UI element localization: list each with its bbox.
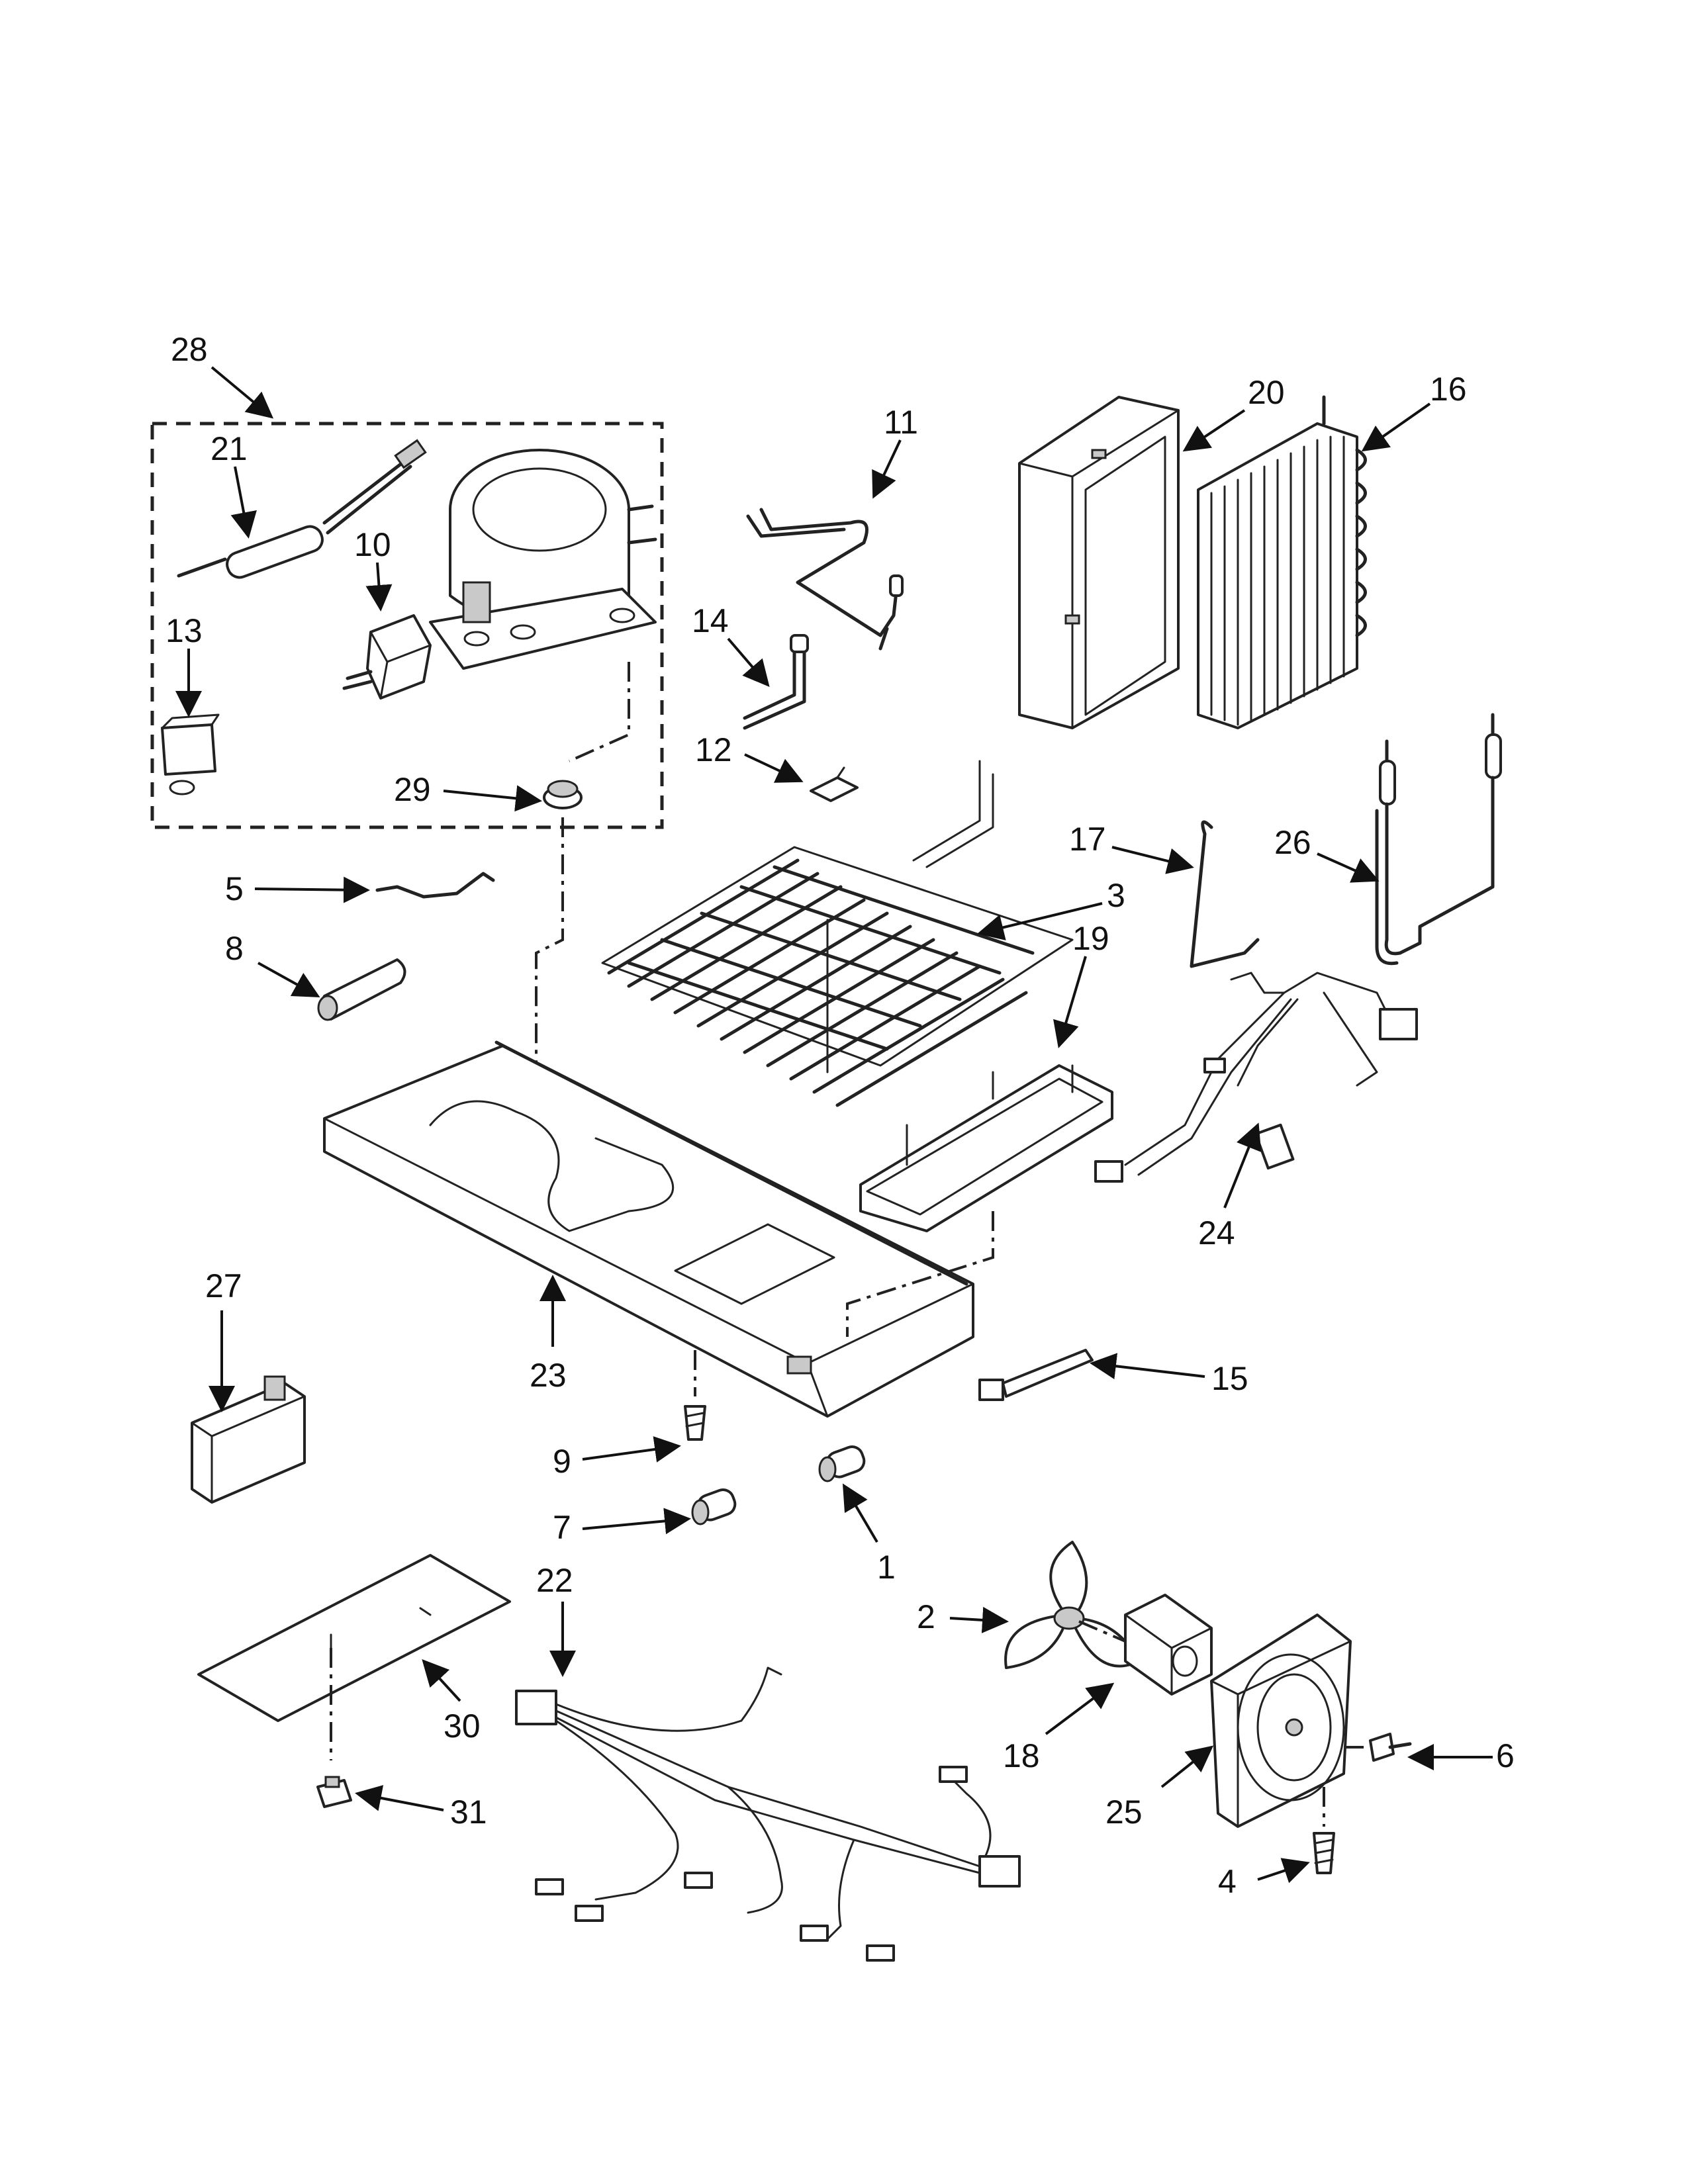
- callout-14: 14: [692, 602, 729, 639]
- callout-25: 25: [1105, 1794, 1143, 1831]
- insulation-sheet[interactable]: [197, 1554, 511, 1722]
- callout-31: 31: [450, 1794, 487, 1831]
- callout-4: 4: [1218, 1863, 1237, 1900]
- base-plate[interactable]: [323, 1040, 974, 1418]
- drain-pan[interactable]: [859, 1064, 1113, 1232]
- start-relay[interactable]: [161, 713, 220, 796]
- callout-2: 2: [917, 1598, 935, 1635]
- condenser-shroud[interactable]: [1018, 396, 1180, 729]
- compressor-assembly-boundary: [150, 422, 664, 829]
- drier-filter[interactable]: [177, 439, 427, 581]
- wire-harness-24[interactable]: [1094, 972, 1418, 1183]
- callout-12: 12: [695, 731, 732, 768]
- wire-5[interactable]: [375, 872, 495, 899]
- callout-9: 9: [553, 1443, 571, 1480]
- callout-13: 13: [165, 612, 203, 649]
- callout-26: 26: [1274, 824, 1311, 861]
- callout-1: 1: [877, 1549, 896, 1586]
- insulation-tube[interactable]: [317, 958, 406, 1021]
- callout-29: 29: [394, 771, 431, 808]
- screw-4[interactable]: [1313, 1787, 1335, 1874]
- compressor[interactable]: [429, 449, 657, 670]
- callout-7: 7: [553, 1509, 571, 1546]
- clip-12[interactable]: [810, 766, 859, 802]
- spacer-1[interactable]: [818, 1444, 867, 1482]
- wire-hook[interactable]: [1190, 820, 1260, 968]
- spacer-7[interactable]: [691, 1487, 738, 1525]
- fan-blade[interactable]: [1004, 1541, 1140, 1669]
- fan-shroud[interactable]: [1210, 1614, 1352, 1828]
- callout-22: 22: [536, 1562, 573, 1599]
- callout-17: 17: [1069, 821, 1106, 858]
- callout-30: 30: [444, 1707, 481, 1745]
- callout-11: 11: [884, 404, 918, 441]
- compressor-mount-guide: [535, 662, 630, 1238]
- callout-3: 3: [1107, 877, 1125, 914]
- clip-31[interactable]: [316, 1776, 352, 1808]
- screw-9[interactable]: [684, 1350, 706, 1441]
- fan-shaft-guide: [1078, 1620, 1126, 1643]
- callout-labels: 28 21 10 13 29 11 14 12 20 16 17 26 3 19…: [165, 331, 1515, 1900]
- wire-harness-22[interactable]: [515, 1666, 1021, 1962]
- callout-24: 24: [1198, 1214, 1235, 1251]
- leader-arrows: [175, 366, 1493, 1884]
- callout-28: 28: [171, 331, 208, 368]
- tube-assembly-26[interactable]: [1375, 713, 1502, 966]
- callout-16: 16: [1430, 371, 1467, 408]
- screw-6[interactable]: [1344, 1733, 1412, 1762]
- control-module[interactable]: [191, 1375, 306, 1504]
- fan-motor[interactable]: [1124, 1594, 1213, 1696]
- callout-23: 23: [530, 1357, 567, 1394]
- callout-5: 5: [225, 870, 244, 907]
- callout-6: 6: [1496, 1737, 1515, 1774]
- grommet[interactable]: [543, 780, 583, 809]
- relay-overload[interactable]: [342, 614, 432, 700]
- tube-14[interactable]: [743, 634, 809, 730]
- callout-10: 10: [354, 526, 391, 563]
- callout-18: 18: [1003, 1737, 1040, 1774]
- callout-15: 15: [1211, 1360, 1248, 1397]
- condenser-coil[interactable]: [1197, 395, 1367, 729]
- callout-19: 19: [1072, 920, 1109, 957]
- callout-20: 20: [1248, 374, 1285, 411]
- tube-11[interactable]: [746, 508, 904, 651]
- pan-mount-guide: [846, 1211, 994, 1337]
- callout-27: 27: [205, 1267, 242, 1304]
- evaporator[interactable]: [601, 760, 1074, 1107]
- tie-strap[interactable]: [978, 1349, 1094, 1401]
- callout-21: 21: [211, 430, 248, 467]
- callout-8: 8: [225, 930, 244, 967]
